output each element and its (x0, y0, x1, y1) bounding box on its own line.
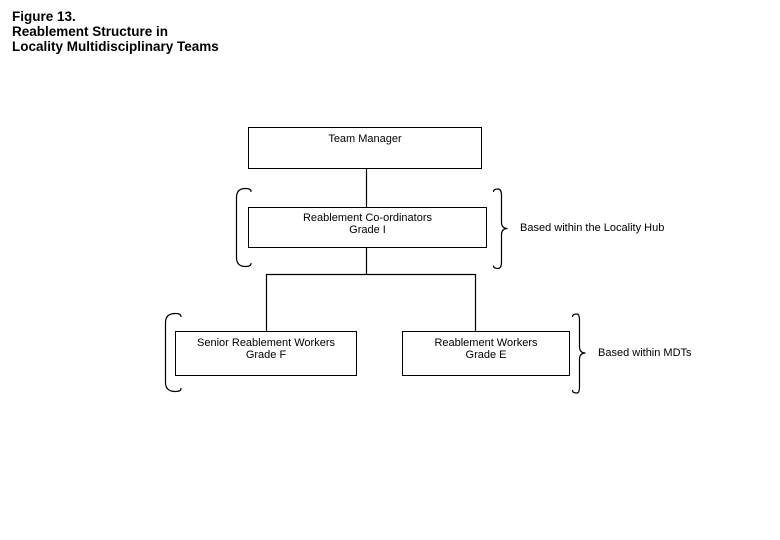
left-bracket-locality-hub (235, 187, 252, 268)
figure-title-line-1: Figure 13. (12, 9, 76, 24)
node-reablement-workers-label: Reablement Workers (434, 337, 538, 349)
node-reablement-workers-grade: Grade E (465, 349, 507, 361)
left-bracket-mdts (164, 312, 182, 393)
node-senior-reablement-workers-label: Senior Reablement Workers (197, 337, 335, 349)
right-brace-locality-hub (492, 188, 508, 270)
annotation-locality-hub: Based within the Locality Hub (520, 222, 665, 234)
node-team-manager-label: Team Manager (328, 133, 402, 145)
node-senior-reablement-workers: Senior Reablement Workers Grade F (175, 331, 357, 376)
figure-title-line-3: Locality Multidisciplinary Teams (12, 39, 219, 54)
node-reablement-coordinators-grade: Grade I (349, 224, 386, 236)
node-reablement-coordinators: Reablement Co-ordinators Grade I (248, 207, 487, 248)
node-reablement-coordinators-label: Reablement Co-ordinators (302, 212, 432, 224)
node-team-manager: Team Manager (248, 127, 482, 169)
node-reablement-workers: Reablement Workers Grade E (402, 331, 570, 376)
figure-title: Figure 13. Reablement Structure in Local… (12, 9, 219, 54)
figure-title-line-2: Reablement Structure in (12, 24, 169, 39)
right-brace-mdts (571, 313, 586, 394)
annotation-mdts: Based within MDTs (598, 347, 692, 359)
node-senior-reablement-workers-grade: Grade F (245, 349, 287, 361)
